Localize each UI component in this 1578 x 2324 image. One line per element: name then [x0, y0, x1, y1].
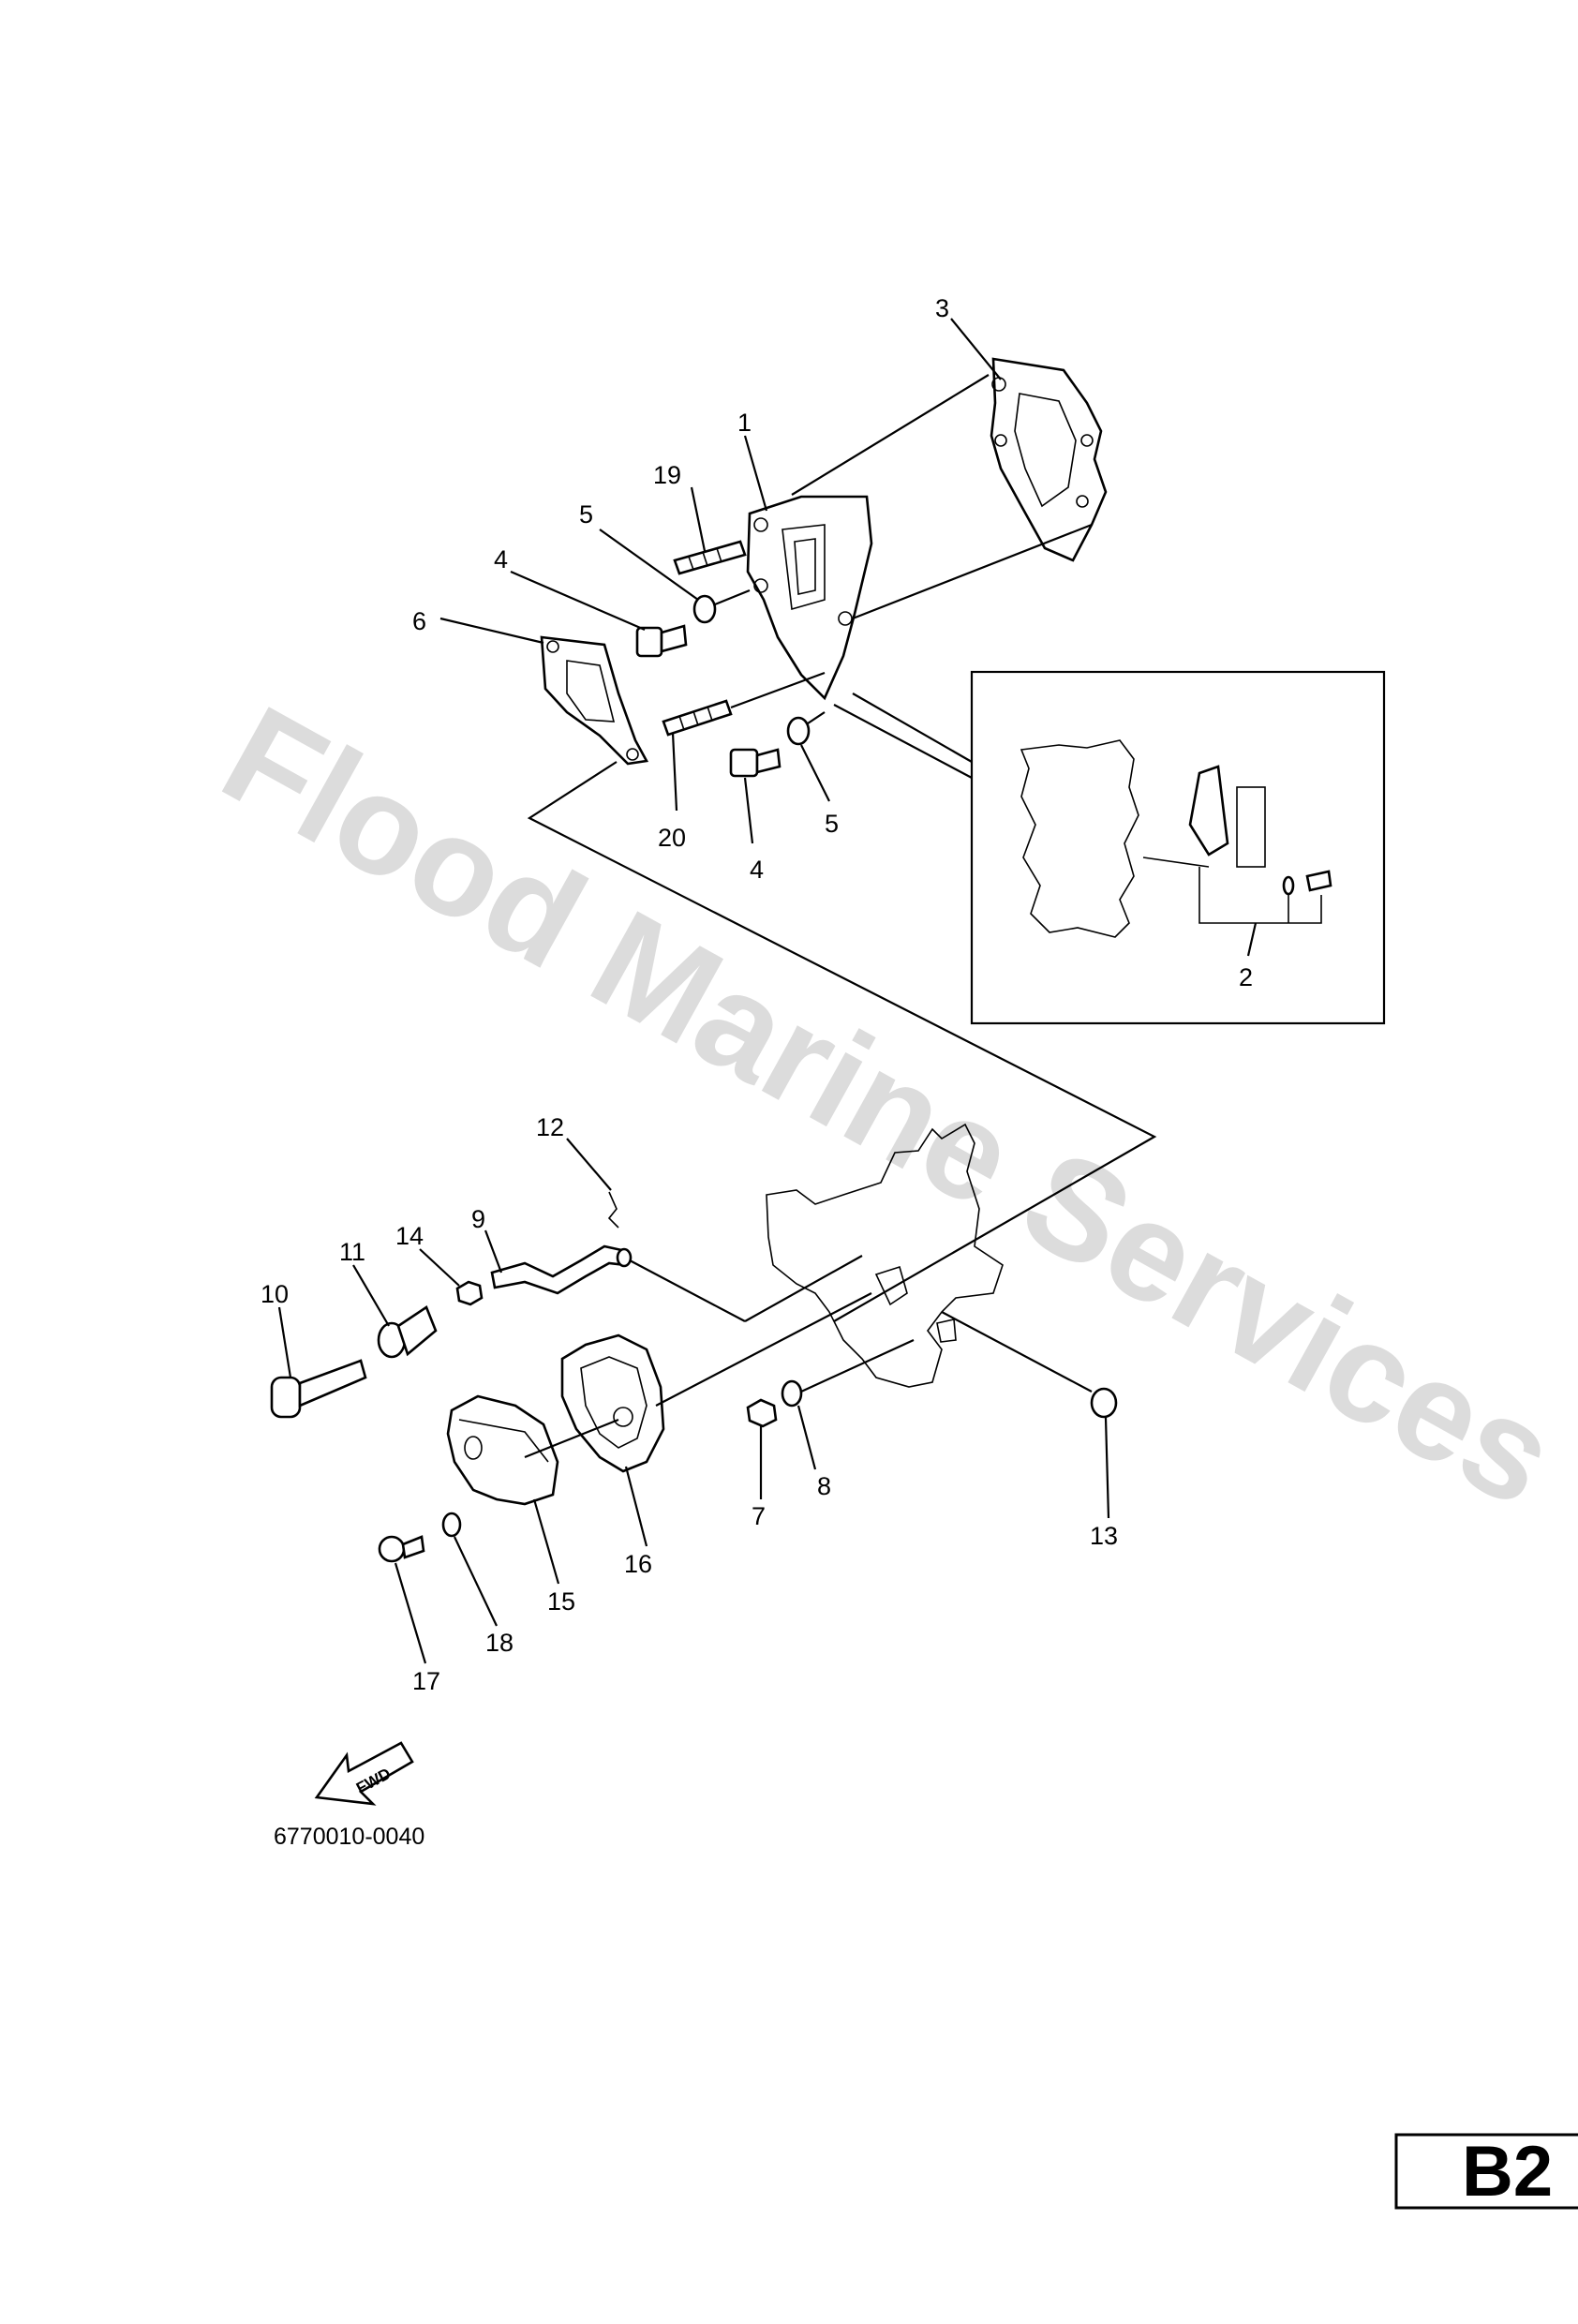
callout-numbers: 3 1 19 5 4 6 20 4 5 2 12 9 14 11 10 7 8 …: [261, 294, 1253, 1695]
callout-13: 13: [1090, 1522, 1118, 1550]
callout-5-upper: 5: [579, 500, 593, 529]
part-16-plate: [560, 1333, 665, 1473]
leader-5-to-block-lower: [807, 711, 826, 724]
callout-2: 2: [1239, 963, 1253, 991]
callout-14: 14: [395, 1222, 424, 1250]
callout-1: 1: [737, 409, 752, 437]
leader-8-to-mount: [800, 1339, 915, 1393]
part-11-fitting: [377, 1305, 438, 1359]
leader-15-to-16: [524, 1418, 619, 1459]
page-badge: B2: [1394, 2132, 1578, 2212]
part-6-gasket: [540, 635, 649, 766]
part-7-nut: [746, 1398, 778, 1428]
part-12-wire: [607, 1191, 619, 1229]
callout-3: 3: [935, 294, 949, 322]
callout-15: 15: [547, 1587, 575, 1616]
callout-4-lower: 4: [750, 856, 764, 884]
leader-1-to-3-top: [791, 374, 990, 496]
part-8-washer: [781, 1379, 803, 1408]
part-20-stud: [662, 699, 733, 737]
mount-outline: [766, 1123, 1004, 1388]
leader-1-to-3-bottom: [852, 523, 1093, 620]
callout-18: 18: [485, 1629, 514, 1657]
part-19-stud: [673, 540, 747, 575]
leader-5-to-block-upper: [714, 588, 751, 606]
callout-7: 7: [752, 1502, 766, 1530]
part-15-cover: [446, 1394, 559, 1506]
callout-12: 12: [536, 1113, 564, 1141]
part-5-washer-upper: [692, 594, 717, 624]
leader-9-to-mount: [629, 1259, 746, 1322]
inset-detail-box: [833, 670, 1386, 1025]
part-13-ring: [1090, 1387, 1118, 1419]
leader-mount-line: [744, 1255, 863, 1322]
fwd-arrow: FWD: [314, 1741, 414, 1806]
callout-10: 10: [261, 1280, 289, 1308]
callout-20: 20: [658, 824, 686, 852]
callout-17: 17: [412, 1667, 440, 1695]
callout-16: 16: [624, 1550, 652, 1578]
callout-8: 8: [817, 1472, 831, 1500]
watermark-text: Flood Marine Services: [200, 676, 1578, 1537]
part-9-hose: [490, 1244, 633, 1295]
callout-19: 19: [653, 461, 681, 489]
watermark-group: Flood Marine Services: [200, 676, 1578, 1537]
leader-13-to-mount: [941, 1311, 1093, 1393]
part-5-washer-lower: [786, 716, 811, 746]
callout-leaders: [277, 318, 1258, 1664]
callout-6: 6: [412, 607, 426, 635]
leader-20-to-block: [730, 671, 826, 709]
part-4-bolt-upper: [635, 624, 688, 658]
part-10-bolt: [270, 1359, 367, 1419]
assembly-link-line: [527, 761, 1157, 1322]
part-1-block: [746, 495, 873, 701]
callout-11: 11: [339, 1238, 365, 1266]
page-badge-label: B2: [1462, 2132, 1553, 2212]
part-17-screw: [378, 1535, 425, 1563]
part-3-gasket: [990, 357, 1108, 562]
part-18-washer: [441, 1512, 462, 1538]
diagram-code: 6770010-0040: [274, 1824, 424, 1850]
leader-16-to-mount: [655, 1292, 872, 1407]
part-14-nut: [455, 1280, 484, 1306]
part-4-bolt-lower: [729, 748, 782, 778]
callout-9: 9: [471, 1205, 485, 1233]
callout-5-lower: 5: [825, 810, 839, 838]
callout-4-upper: 4: [494, 545, 508, 574]
